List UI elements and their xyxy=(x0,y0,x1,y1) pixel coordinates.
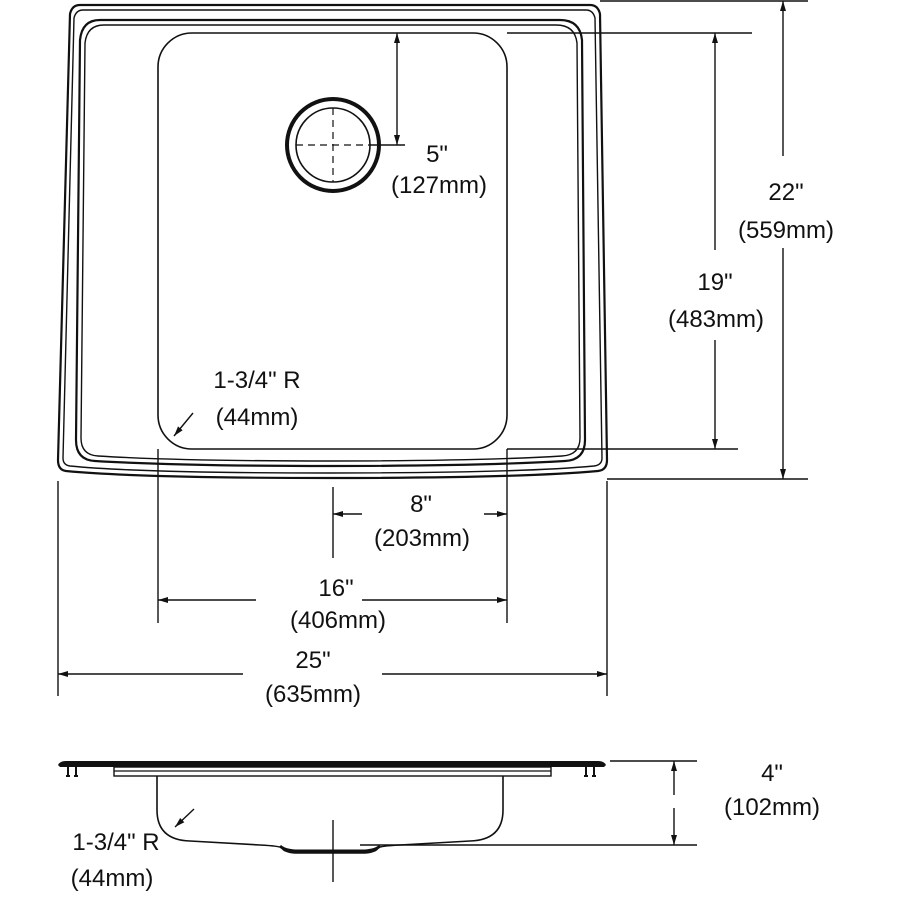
dimension-overall-length: 22" (559mm) xyxy=(600,0,834,480)
sink-outer-rim xyxy=(56,3,609,480)
mounting-clip-left xyxy=(66,767,78,777)
bowl-length-metric: (483mm) xyxy=(668,306,764,333)
side-rim xyxy=(58,761,606,767)
drain-offset-metric: (127mm) xyxy=(391,172,487,199)
corner-radius-top-imperial: 1-3/4" R xyxy=(213,367,300,394)
dimension-drain-offset: 5" (127mm) xyxy=(370,33,487,199)
corner-radius-side-metric: (44mm) xyxy=(71,865,154,892)
depth-imperial: 4" xyxy=(761,760,783,787)
overall-length-imperial: 22" xyxy=(768,179,803,206)
overall-length-metric: (559mm) xyxy=(738,217,834,244)
depth-metric: (102mm) xyxy=(724,794,820,821)
sink-bowl xyxy=(157,32,508,450)
dimension-bowl-length: 19" (483mm) xyxy=(507,32,764,450)
mounting-clip-right xyxy=(584,767,596,777)
callout-corner-radius-side: 1-3/4" R (44mm) xyxy=(71,808,195,892)
corner-radius-top-metric: (44mm) xyxy=(216,404,299,431)
drain-center-imperial: 8" xyxy=(410,491,432,518)
drain-center-metric: (203mm) xyxy=(374,525,470,552)
bowl-width-metric: (406mm) xyxy=(290,607,386,634)
bowl-length-imperial: 19" xyxy=(697,269,732,296)
drain-offset-imperial: 5" xyxy=(426,141,448,168)
bowl-width-imperial: 16" xyxy=(318,575,353,602)
side-bowl-profile xyxy=(156,776,504,854)
top-view: 5" (127mm) 19" (483mm) 22" (559mm) 1-3/4… xyxy=(56,0,834,708)
dimension-bowl-width: 16" (406mm) xyxy=(157,449,507,634)
corner-radius-side-imperial: 1-3/4" R xyxy=(72,829,159,856)
dimension-drain-center: 8" (203mm) xyxy=(332,449,508,623)
dimension-overall-width: 25" (635mm) xyxy=(57,481,608,708)
overall-width-imperial: 25" xyxy=(295,647,330,674)
side-view: 4" (102mm) 1-3/4" R (44mm) xyxy=(58,760,820,892)
drain-icon xyxy=(285,97,381,193)
callout-corner-radius-top: 1-3/4" R (44mm) xyxy=(173,367,301,437)
overall-width-metric: (635mm) xyxy=(265,681,361,708)
sink-inner-rim xyxy=(74,18,587,468)
dimension-depth: 4" (102mm) xyxy=(360,760,820,846)
